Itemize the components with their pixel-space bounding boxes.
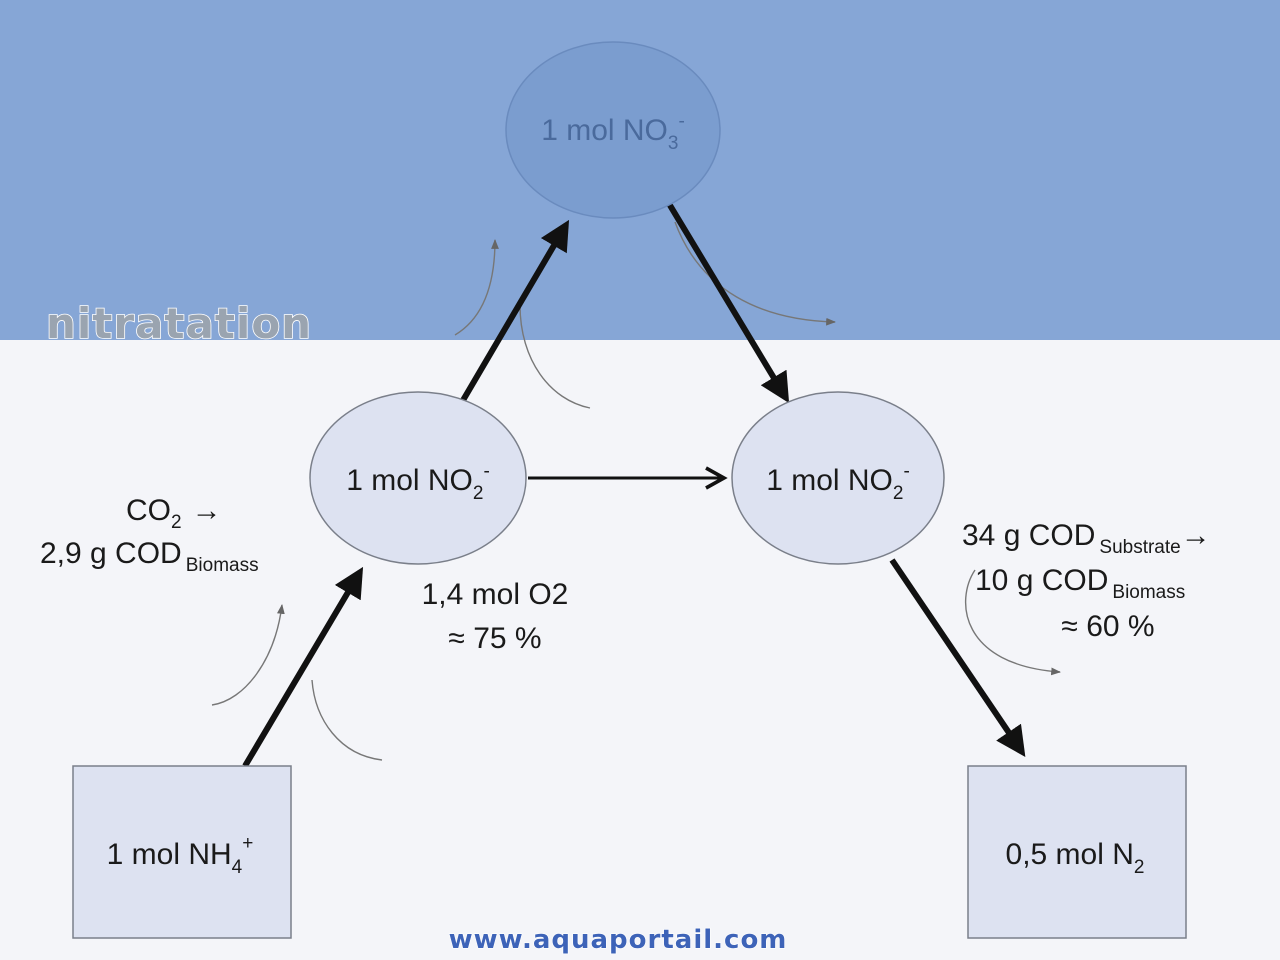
- nitrate-to-nitrite-arrow: [665, 200, 790, 404]
- website-watermark: www.aquaportail.com: [449, 925, 788, 955]
- nitrite-left-label: 1 mol NO2-: [346, 461, 490, 504]
- nitrite-right-node: [731, 391, 945, 565]
- ammonium-label: 1 mol NH4+: [107, 833, 254, 878]
- nitrite-right-label: 1 mol NO2-: [766, 461, 910, 504]
- ammonium-to-nitrite-arrow: [242, 566, 364, 768]
- nitrate-label: 1 mol NO3-: [541, 111, 685, 154]
- nitrogen-node: [967, 765, 1187, 939]
- nitrite-to-nitrogen-arrow: [889, 558, 1026, 757]
- ammonium-node: [72, 765, 292, 939]
- oxygen-percent-note: ≈ 75 %: [448, 622, 541, 655]
- nitrogen-label: 0,5 mol N2: [1006, 838, 1145, 878]
- nitrite-to-nitrate-arrow: [459, 219, 570, 404]
- substrate-cod-arrow: [964, 569, 1061, 676]
- co2-note: CO2→: [126, 494, 222, 533]
- nitrate-node: [505, 41, 721, 219]
- cod-percent-note: ≈ 60 %: [1061, 610, 1154, 643]
- nitrate-release-arrow: [674, 221, 836, 326]
- side-flow-arrows: [211, 221, 1061, 761]
- nitratation-title: nitratation: [46, 299, 312, 348]
- nitrite-left-node: [309, 391, 527, 565]
- nitrite-co2-arrow: [519, 304, 591, 409]
- oxygen-note: 1,4 mol O2: [422, 578, 569, 611]
- ammonium-co2-arrow: [311, 679, 383, 761]
- ammonium-o2-uptake-arrow: [211, 604, 285, 706]
- nitrite-o2-uptake-arrow: [454, 239, 499, 336]
- main-flow-arrows: [242, 200, 1026, 768]
